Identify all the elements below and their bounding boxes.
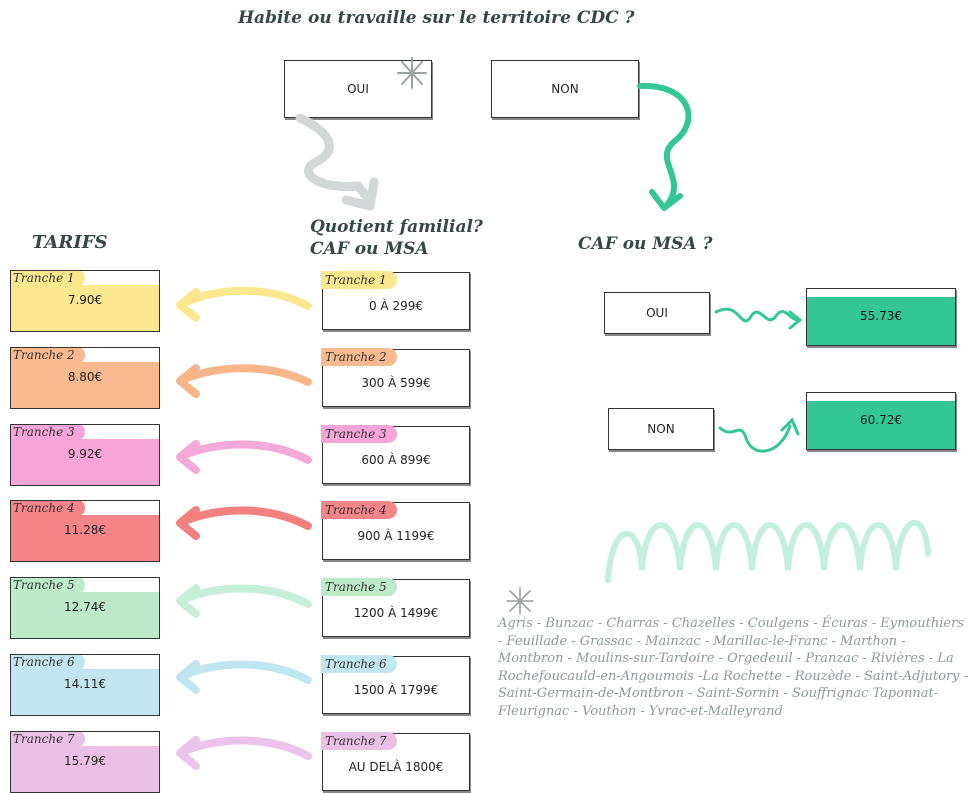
resident-yes-box: OUI <box>284 60 432 118</box>
tarif-box-4: Tranche 4 11.28€ <box>10 500 160 562</box>
asterisk-icon <box>506 587 534 615</box>
tarif-tag: Tranche 1 <box>11 271 85 287</box>
quotient-tag: Tranche 7 <box>321 732 397 750</box>
tranche-arrow-icon <box>178 736 312 760</box>
resident-no-box: NON <box>491 60 639 118</box>
tarif-box-5: Tranche 5 12.74€ <box>10 577 160 639</box>
quotient-tag: Tranche 4 <box>321 501 397 519</box>
tarif-box-1: Tranche 1 7.90€ <box>10 270 160 332</box>
quotient-title-line1: Quotient familial? <box>310 217 483 237</box>
tranche-arrow-icon <box>178 584 312 608</box>
price-fill <box>807 297 955 345</box>
price-fill <box>807 401 955 449</box>
tarif-fill <box>11 362 159 408</box>
tarif-tag: Tranche 4 <box>11 501 85 517</box>
green-loop-arrow-icon <box>714 307 800 323</box>
zigzag-decoration <box>605 520 931 583</box>
tarif-price: 7.90€ <box>67 293 103 307</box>
tarifs-title: TARIFS <box>32 232 108 253</box>
tarif-price: 14.11€ <box>64 677 106 691</box>
tarif-box-6: Tranche 6 14.11€ <box>10 654 160 716</box>
quotient-tag: Tranche 5 <box>321 578 397 596</box>
resident-yes-label: OUI <box>347 82 369 96</box>
green-curl-arrow-icon <box>718 424 792 453</box>
communes-list: Agris - Bunzac - Charras - Chazelles - C… <box>498 616 969 719</box>
quotient-tag: Tranche 6 <box>321 655 397 673</box>
quotient-range: 300 À 599€ <box>361 376 431 390</box>
quotient-title: Quotient familial? CAF ou MSA <box>310 216 483 260</box>
tarif-fill <box>11 285 159 331</box>
tranche-arrow-icon <box>178 660 312 684</box>
tranche-arrow-icon <box>178 364 312 386</box>
tarif-price: 15.79€ <box>64 754 106 768</box>
tarif-box-3: Tranche 3 9.92€ <box>10 424 160 486</box>
tarif-fill <box>11 746 159 792</box>
caf-no-price: 60.72€ <box>860 413 902 427</box>
asterisk-icon <box>397 57 427 89</box>
tarif-fill <box>11 515 159 561</box>
quotient-tag: Tranche 1 <box>321 271 397 289</box>
quotient-range: 1500 À 1799€ <box>353 683 439 697</box>
quotient-range: AU DELÀ 1800€ <box>348 760 444 774</box>
caf-yes-box: OUI <box>604 292 710 334</box>
tarif-box-7: Tranche 7 15.79€ <box>10 731 160 793</box>
caf-yes-price: 55.73€ <box>860 309 902 323</box>
tarif-price: 11.28€ <box>64 523 106 537</box>
quotient-range: 600 À 899€ <box>361 453 431 467</box>
quotient-box-5: Tranche 5 1200 À 1499€ <box>321 578 470 637</box>
quotient-tag: Tranche 2 <box>321 348 397 366</box>
caf-yes-price-box: 55.73€ <box>806 288 956 346</box>
residence-question: Habite ou travaille sur le territoire CD… <box>238 8 635 28</box>
resident-no-label: NON <box>551 82 579 96</box>
tarif-price: 12.74€ <box>64 600 106 614</box>
quotient-range: 0 À 299€ <box>368 299 423 313</box>
tarif-tag: Tranche 3 <box>11 425 85 441</box>
tarif-fill <box>11 669 159 715</box>
quotient-tag: Tranche 3 <box>321 425 397 443</box>
quotient-box-6: Tranche 6 1500 À 1799€ <box>321 655 470 714</box>
tarif-tag: Tranche 2 <box>11 348 85 364</box>
tarif-fill <box>11 439 159 485</box>
quotient-box-7: Tranche 7 AU DELÀ 1800€ <box>321 732 470 791</box>
caf-no-price-box: 60.72€ <box>806 392 956 450</box>
tarif-box-2: Tranche 2 8.80€ <box>10 347 160 409</box>
caf-no-box: NON <box>608 408 714 450</box>
tranche-arrow-icon <box>178 286 312 310</box>
tarif-tag: Tranche 7 <box>11 732 85 748</box>
green-arrow-icon <box>637 82 692 209</box>
quotient-range: 1200 À 1499€ <box>353 606 439 620</box>
caf-no-label: NON <box>647 422 675 436</box>
tarif-price: 9.92€ <box>67 447 103 461</box>
caf-question: CAF ou MSA ? <box>578 234 713 254</box>
quotient-box-1: Tranche 1 0 À 299€ <box>321 271 470 330</box>
tarif-fill <box>11 592 159 638</box>
quotient-box-3: Tranche 3 600 À 899€ <box>321 425 470 484</box>
quotient-range: 900 À 1199€ <box>357 529 435 543</box>
quotient-title-line2: CAF ou MSA <box>310 239 429 259</box>
tarif-tag: Tranche 6 <box>11 655 85 671</box>
grey-arrowhead-icon <box>341 177 379 211</box>
quotient-box-4: Tranche 4 900 À 1199€ <box>321 501 470 560</box>
tarif-price: 8.80€ <box>67 370 103 384</box>
tranche-arrow-icon <box>178 506 312 530</box>
grey-arrow-icon <box>295 113 373 203</box>
quotient-box-2: Tranche 2 300 À 599€ <box>321 348 470 407</box>
green-arrowhead-icon <box>649 189 683 211</box>
tarif-tag: Tranche 5 <box>11 578 85 594</box>
caf-yes-label: OUI <box>646 306 668 320</box>
tranche-arrow-icon <box>178 440 312 464</box>
